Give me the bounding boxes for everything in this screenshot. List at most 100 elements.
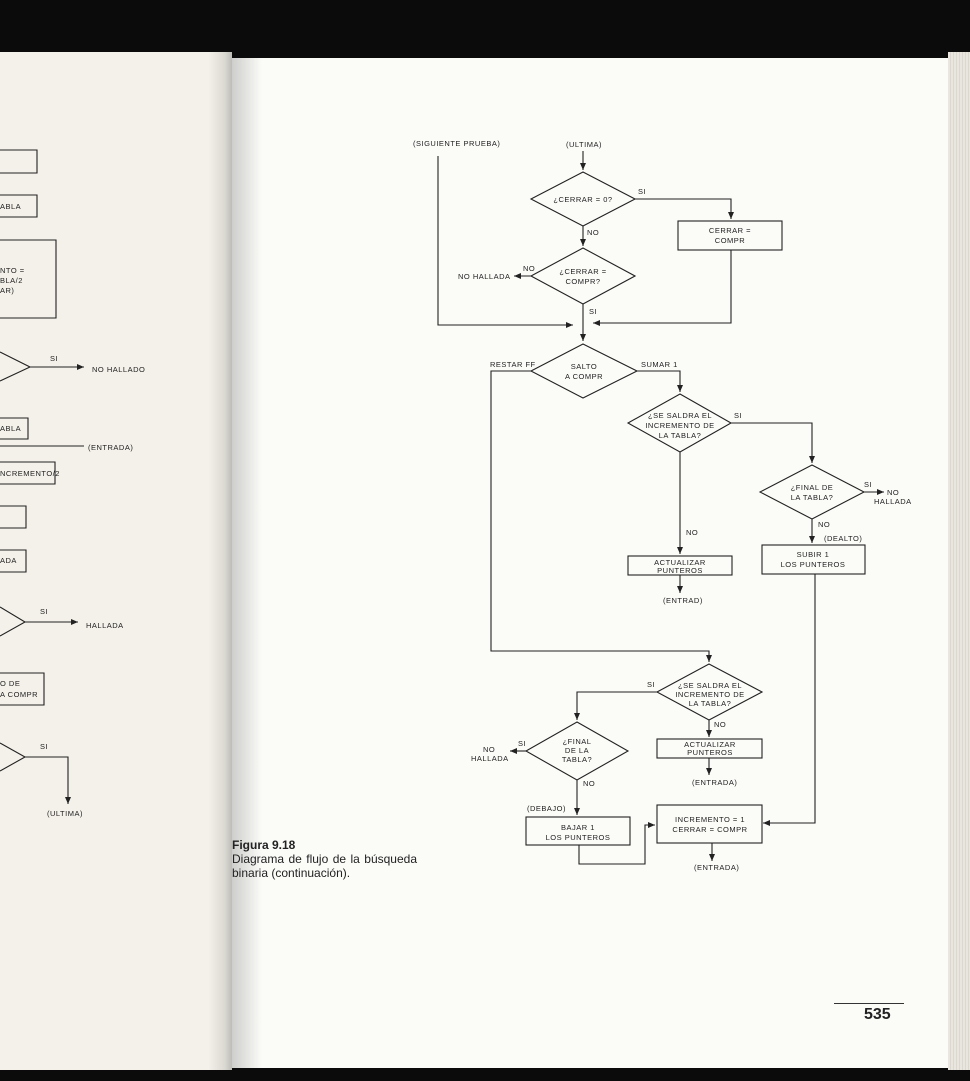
box-text: COMPR [715,236,746,245]
box-text: ACTUALIZAR [684,740,736,749]
left-label: (ENTRADA) [88,443,133,452]
decision-text: TABLA? [562,755,592,764]
box-text: BAJAR 1 [561,823,595,832]
decision-text: LA TABLA? [791,493,834,502]
label-si: SI [518,739,526,748]
box-text: LOS PUNTEROS [781,560,846,569]
label-no: NO [583,779,595,788]
left-box-3 [0,239,57,319]
left-box-2 [0,194,38,218]
decision-text: DE LA [565,746,589,755]
left-label: AR) [0,286,14,295]
page-number: 535 [864,1006,891,1023]
label-no-hallada: HALLADA [471,754,509,763]
label-si: SI [864,480,872,489]
label-no: NO [587,228,599,237]
flow-shapes [437,151,884,865]
page-edge [948,52,970,1070]
decision-text: LA TABLA? [659,431,702,440]
flow-line [437,156,573,328]
left-label: BLA/2 [0,276,23,285]
decision-text: INCREMENTO DE [645,421,714,430]
page-shade [232,58,262,1068]
left-diamond-1 [0,351,32,382]
label-no-hallada: NO HALLADA [458,272,511,281]
box-text: CERRAR = [709,226,751,235]
left-box-4 [0,417,29,440]
page-number-rule [834,1003,904,1004]
decision-salto [529,343,639,399]
label-no: NO [818,520,830,529]
label-debajo: (DEBAJO) [527,804,566,813]
box-text: INCREMENTO = 1 [675,815,745,824]
label-entrada: (ENTRADA) [692,778,737,787]
label-no: NO [686,528,698,537]
box-text: ACTUALIZAR [654,558,706,567]
label-entrad: (ENTRAD) [663,596,703,605]
left-label: O DE [0,679,20,688]
decision-final-tabla-1 [758,464,866,520]
left-label: SI [50,354,58,363]
left-box-7 [0,549,27,573]
label-no-hallada: NO [887,488,899,497]
left-label: NO HALLADO [92,365,145,374]
box-text: CERRAR = COMPR [672,825,747,834]
flow-line [731,422,815,463]
left-label: NTO = [0,266,25,275]
label-no-hallada: NO [483,745,495,754]
decision-text: SALTO [571,362,597,371]
flow-line [578,822,655,865]
decision-text: LA TABLA? [689,699,732,708]
flow-line [574,691,657,720]
left-page [0,52,232,1070]
label-no: NO [523,264,535,273]
label-si: SI [734,411,742,420]
left-label: A COMPR [0,690,38,699]
left-page-labels: ABLA NTO = BLA/2 AR) SI NO HALLADO ABLA … [0,202,145,818]
decision-text: ¿FINAL DE [791,483,834,492]
figure-number: Figura 9.18 [232,838,296,852]
figure-caption: Figura 9.18 Diagrama de flujo de la búsq… [232,838,417,880]
label-sumar-1: SUMAR 1 [641,360,678,369]
flow-labels: (SIGUIENTE PRUEBA) (ULTIMA) ¿CERRAR = 0?… [413,139,912,872]
box-incremento-cerrar [656,804,763,844]
left-label: ABLA [0,202,21,211]
label-no-hallada: HALLADA [874,497,912,506]
left-arrow-3 [25,756,71,804]
decision-text: ¿SE SALDRA EL [678,681,742,690]
figure-caption-text: Diagrama de flujo de la búsqueda binaria… [232,852,417,880]
decision-text: A COMPR [565,372,603,381]
label-si: SI [589,307,597,316]
decision-text: ¿FINAL [563,737,592,746]
decision-cerrar-compr [529,247,637,305]
flow-line [635,198,734,219]
left-box-6 [0,505,27,529]
decision-text: INCREMENTO DE [675,690,744,699]
left-label: NCREMENTO/2 [0,469,60,478]
left-page-flowchart [0,149,84,804]
left-box-8 [0,672,45,706]
box-text: LOS PUNTEROS [546,833,611,842]
left-diamond-2 [0,606,27,637]
left-box-5 [0,461,56,485]
label-siguiente-prueba: (SIGUIENTE PRUEBA) [413,139,500,148]
left-label: HALLADA [86,621,124,630]
box-text: PUNTEROS [657,566,703,575]
left-label: SI [40,607,48,616]
left-label: ABLA [0,424,21,433]
left-label: (ULTIMA) [47,809,83,818]
label-restar-ff: RESTAR FF [490,360,536,369]
label-si: SI [647,680,655,689]
flow-line [490,370,712,662]
box-text: SUBIR 1 [797,550,830,559]
decision-text: ¿SE SALDRA EL [648,411,712,420]
label-no: NO [714,720,726,729]
left-label: ADA [0,556,17,565]
decision-text: ¿CERRAR = [559,267,606,276]
box-subir-punteros [761,544,866,575]
label-si: SI [638,187,646,196]
left-label: SI [40,742,48,751]
label-entrada: (ENTRADA) [694,863,739,872]
label-ultima: (ULTIMA) [566,140,602,149]
